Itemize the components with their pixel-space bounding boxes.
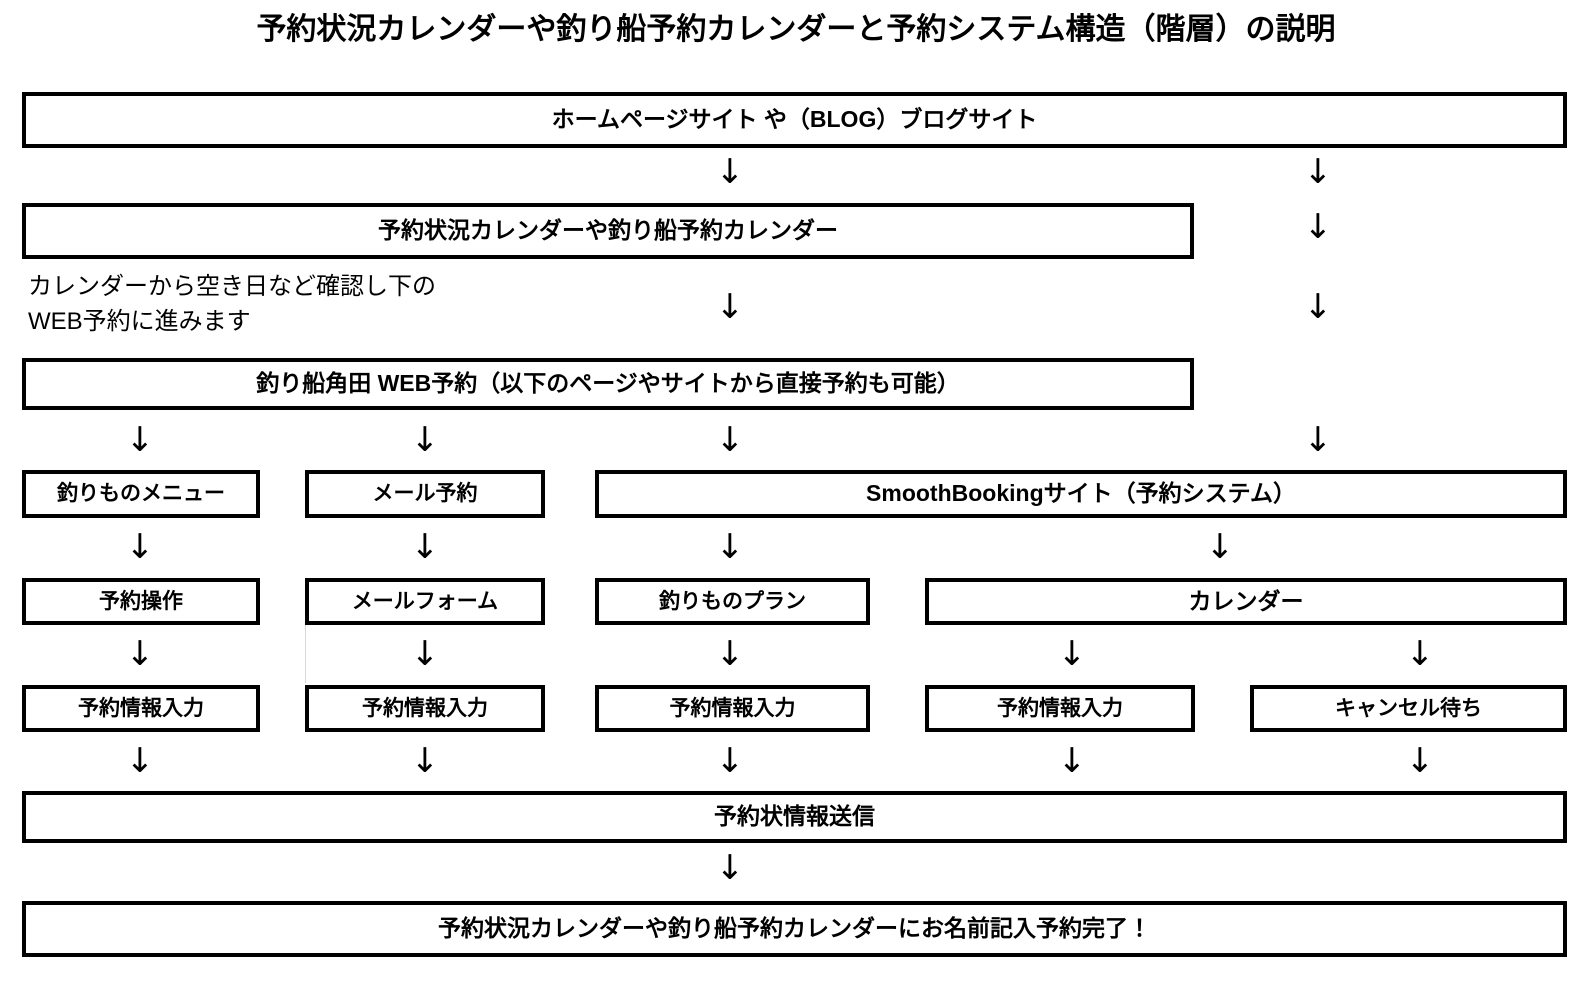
annotation-line-1: カレンダーから空き日など確認し下の <box>28 273 436 300</box>
arrow-down-calendar-to-cancel-wait: ↓ <box>1405 634 1435 674</box>
arrow-down-right-rail-4: ↓ <box>1303 420 1333 460</box>
node-label: カレンダー <box>1188 587 1304 614</box>
node-label: 予約情報入力 <box>669 696 796 720</box>
arrow-down-right-rail-2: ↓ <box>1303 207 1333 247</box>
node-mail-reservation: メール予約 <box>305 470 545 518</box>
arrow-down-info1-to-send: ↓ <box>125 741 155 781</box>
node-label: メールフォーム <box>351 589 499 613</box>
node-label: 予約状況カレンダーや釣り船予約カレンダーにお名前記入予約完了！ <box>438 915 1151 942</box>
node-fishing-plan: 釣りものプラン <box>595 578 870 625</box>
node-web-reservation: 釣り船角田 WEB予約（以下のページやサイトから直接予約も可能） <box>22 358 1194 410</box>
node-send-reservation-info: 予約状情報送信 <box>22 791 1567 843</box>
arrow-down-web-to-menu: ↓ <box>125 420 155 460</box>
node-label: 釣りものメニュー <box>57 482 225 506</box>
arrow-down-site-to-calendar: ↓ <box>715 152 745 192</box>
node-label: 予約操作 <box>99 589 183 613</box>
node-label: メール予約 <box>372 482 478 506</box>
arrow-down-right-rail-1: ↓ <box>1303 152 1333 192</box>
arrow-down-send-to-complete: ↓ <box>715 848 745 888</box>
node-smoothbooking-site: SmoothBookingサイト（予約システム） <box>595 470 1567 518</box>
arrow-down-info2-to-send: ↓ <box>410 741 440 781</box>
node-reservation-operation: 予約操作 <box>22 578 260 625</box>
arrow-down-calendar-to-info4: ↓ <box>1057 634 1087 674</box>
page-title: 予約状況カレンダーや釣り船予約カレンダーと予約システム構造（階層）の説明 <box>256 13 1336 46</box>
arrow-down-form-to-info2: ↓ <box>410 634 440 674</box>
arrow-down-info3-to-send: ↓ <box>715 741 745 781</box>
arrow-down-operation-to-info1: ↓ <box>125 634 155 674</box>
node-label: ホームページサイト や（BLOG）ブログサイト <box>551 106 1038 133</box>
hairline-artifact <box>305 625 306 683</box>
node-label: 予約情報入力 <box>78 696 204 720</box>
node-fishing-menu: 釣りものメニュー <box>22 470 260 518</box>
annotation-line-2: WEB予約に進みます <box>28 307 251 335</box>
arrow-down-smoothbooking-to-calendar: ↓ <box>1205 527 1235 567</box>
annotation-calendar-note: カレンダーから空き日など確認し下の WEB予約に進みます <box>28 270 648 340</box>
arrow-down-mail-to-form: ↓ <box>410 527 440 567</box>
node-label: 予約情報入力 <box>362 696 488 720</box>
node-label: キャンセル待ち <box>1335 696 1482 720</box>
arrow-down-info4-to-send: ↓ <box>1057 741 1087 781</box>
node-homepage-site: ホームページサイト や（BLOG）ブログサイト <box>22 92 1567 148</box>
node-cancel-wait: キャンセル待ち <box>1250 685 1567 732</box>
arrow-down-calendar-to-web: ↓ <box>715 287 745 327</box>
node-label: 予約情報入力 <box>997 696 1123 720</box>
arrow-down-menu-to-operation: ↓ <box>125 527 155 567</box>
node-reservation-calendar: 予約状況カレンダーや釣り船予約カレンダー <box>22 203 1194 259</box>
node-label: SmoothBookingサイト（予約システム） <box>866 480 1296 507</box>
node-label: 予約状況カレンダーや釣り船予約カレンダー <box>378 217 838 244</box>
node-info-input-4: 予約情報入力 <box>925 685 1195 732</box>
node-info-input-3: 予約情報入力 <box>595 685 870 732</box>
arrow-down-plan-to-info3: ↓ <box>715 634 745 674</box>
node-label: 釣りものプラン <box>659 589 806 613</box>
node-reservation-complete: 予約状況カレンダーや釣り船予約カレンダーにお名前記入予約完了！ <box>22 901 1567 957</box>
arrow-down-web-to-mail: ↓ <box>410 420 440 460</box>
node-info-input-2: 予約情報入力 <box>305 685 545 732</box>
arrow-down-right-rail-3: ↓ <box>1303 287 1333 327</box>
node-calendar-sub: カレンダー <box>925 578 1567 625</box>
arrow-down-web-to-smoothbooking: ↓ <box>715 420 745 460</box>
node-label: 釣り船角田 WEB予約（以下のページやサイトから直接予約も可能） <box>256 370 960 397</box>
node-mail-form: メールフォーム <box>305 578 545 625</box>
arrow-down-cancelwait-to-send: ↓ <box>1405 741 1435 781</box>
node-info-input-1: 予約情報入力 <box>22 685 260 732</box>
arrow-down-smoothbooking-to-plan: ↓ <box>715 527 745 567</box>
node-label: 予約状情報送信 <box>714 803 875 830</box>
